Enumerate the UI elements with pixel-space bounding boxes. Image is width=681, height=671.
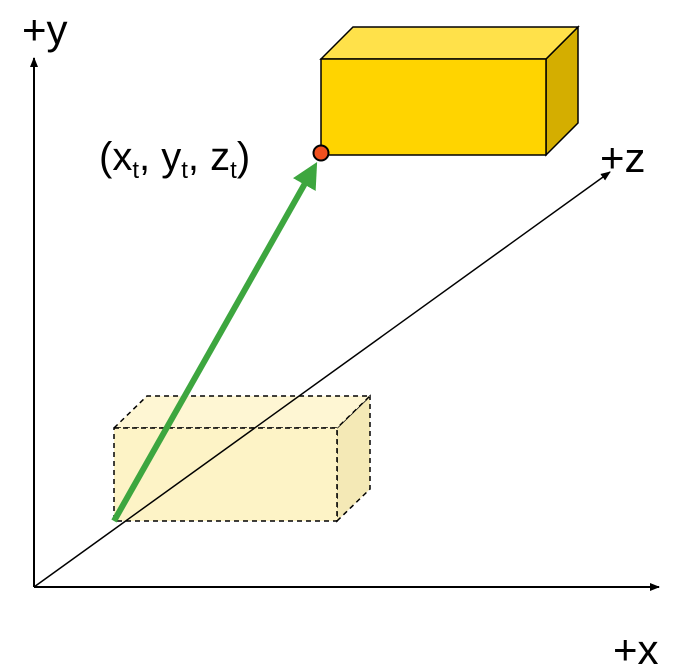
label-sep1: , (139, 135, 161, 179)
translated-box-top (319, 26, 580, 60)
axes (30, 57, 660, 591)
z-axis (33, 171, 611, 588)
label-z-sub: t (230, 157, 237, 184)
original-box (112, 394, 372, 523)
original-box-top (112, 395, 372, 429)
arrow-icon (111, 161, 318, 523)
label-close-paren: ) (237, 135, 250, 179)
label-sep2: , (188, 135, 210, 179)
label-y-var: y (161, 135, 181, 179)
label-x-var: x (112, 135, 132, 179)
translated-box (319, 25, 580, 157)
label-open-paren: ( (99, 135, 113, 179)
z-axis-label: +z (600, 134, 646, 181)
dot-icon (312, 144, 330, 162)
point-coordinate-label: (xt, yt, zt) (99, 135, 250, 184)
original-box-front (113, 427, 338, 522)
label-z-var: z (210, 135, 230, 179)
label-x-sub: t (132, 157, 139, 184)
label-y-sub: t (181, 157, 188, 184)
y-axis-label: +y (22, 6, 68, 53)
x-axis-label: +x (613, 626, 659, 671)
translated-box-front (320, 58, 547, 156)
